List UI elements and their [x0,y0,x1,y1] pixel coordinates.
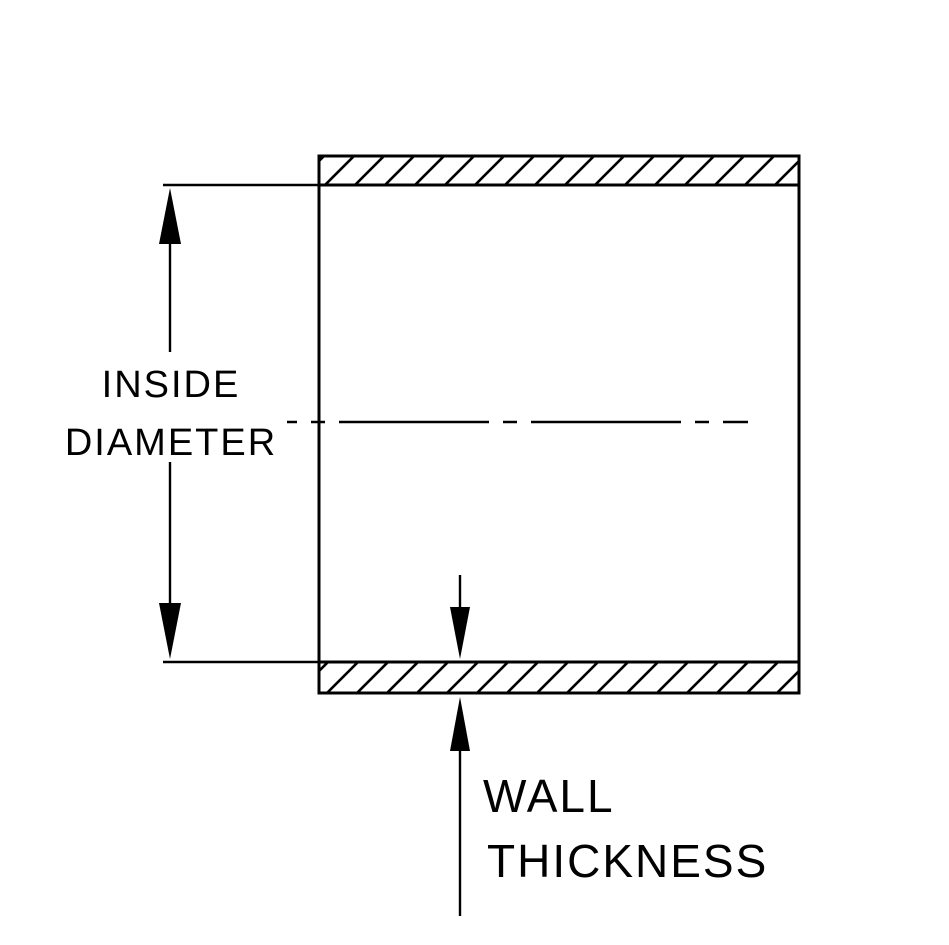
inside-diameter-label-line1: INSIDE [102,364,241,406]
bottom-wall-hatch [319,663,799,692]
inside-diameter-arrow-down-icon [159,603,181,659]
inside-diameter-arrow-up-icon [159,188,181,244]
wall-thickness-arrow-down-icon [450,607,470,659]
tube-outline [317,154,801,695]
wall-thickness-label-line2: THICKNESS [487,835,768,887]
wall-thickness-arrow-up-icon [450,697,470,751]
top-wall-hatch [319,157,799,185]
inside-diameter-label-line2: DIAMETER [65,422,277,464]
wall-thickness-label-line1: WALL [483,770,615,822]
